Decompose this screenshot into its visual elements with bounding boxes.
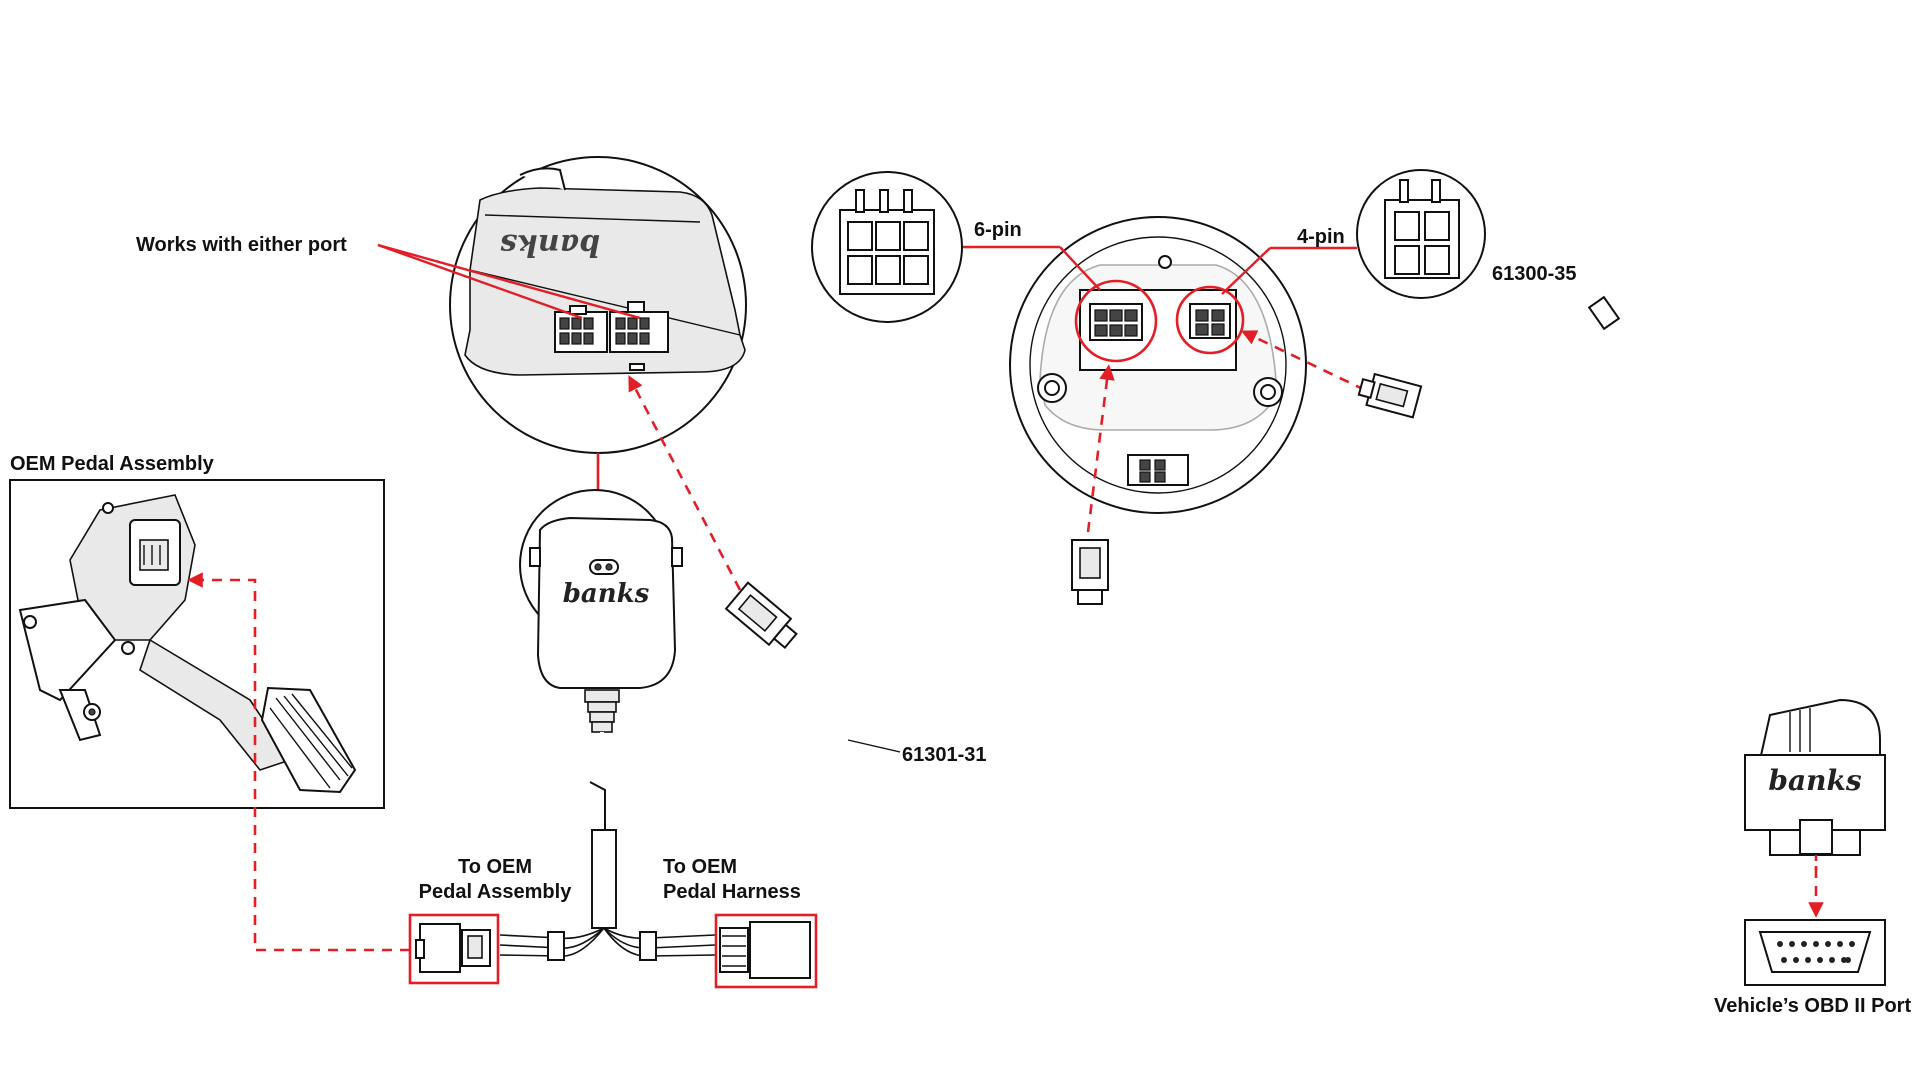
cable-61300-35: banks (1357, 252, 1886, 870)
pedal-assembly-drawing (18, 494, 357, 794)
label-to-oem-pedal-assembly-line1: To OEM (457, 856, 533, 878)
four-pin-connector-zoom (1221, 169, 1486, 299)
label-to-oem-pedal-assembly: To OEM Pedal Assembly (410, 855, 580, 905)
banks-module: banks (519, 489, 683, 748)
cable-61301-31 (724, 539, 1116, 912)
label-four-pin: 4-pin (1297, 226, 1345, 248)
four-pin-dashed-line (1240, 330, 1366, 392)
label-to-oem-pedal-assembly-line2: Pedal Assembly (418, 881, 572, 903)
label-to-oem-pedal-harness-line2: Pedal Harness (663, 881, 801, 903)
label-vehicle-obd-port: Vehicle’s OBD II Port (1714, 995, 1912, 1017)
label-part-61301-31: 61301-31 (902, 744, 987, 766)
label-part-61300-35: 61300-35 (1492, 263, 1577, 285)
oem-pedal-assembly-panel (9, 479, 385, 809)
label-to-oem-pedal-harness-line1: To OEM (663, 856, 738, 878)
module-logo: banks (563, 579, 650, 609)
label-oem-pedal-assembly: OEM Pedal Assembly (10, 453, 214, 475)
label-six-pin: 6-pin (974, 219, 1022, 241)
svg-text:banks: banks (500, 227, 600, 262)
six-pin-dashed-line (1086, 364, 1115, 533)
six-pin-connector-zoom (811, 171, 1101, 323)
gauge-housing-rear (1009, 216, 1307, 514)
module-port-zoom: banks (377, 156, 747, 490)
label-works-with-either-port: Works with either port (136, 234, 347, 256)
y-harness (408, 781, 818, 989)
module-port-dashed-line (628, 375, 742, 591)
obd-plug-logo: banks (1768, 764, 1861, 797)
pedal-connection-dashed-line (187, 572, 410, 952)
vehicle-obd-port (1744, 919, 1886, 986)
label-to-oem-pedal-harness: To OEM Pedal Harness (663, 855, 801, 905)
